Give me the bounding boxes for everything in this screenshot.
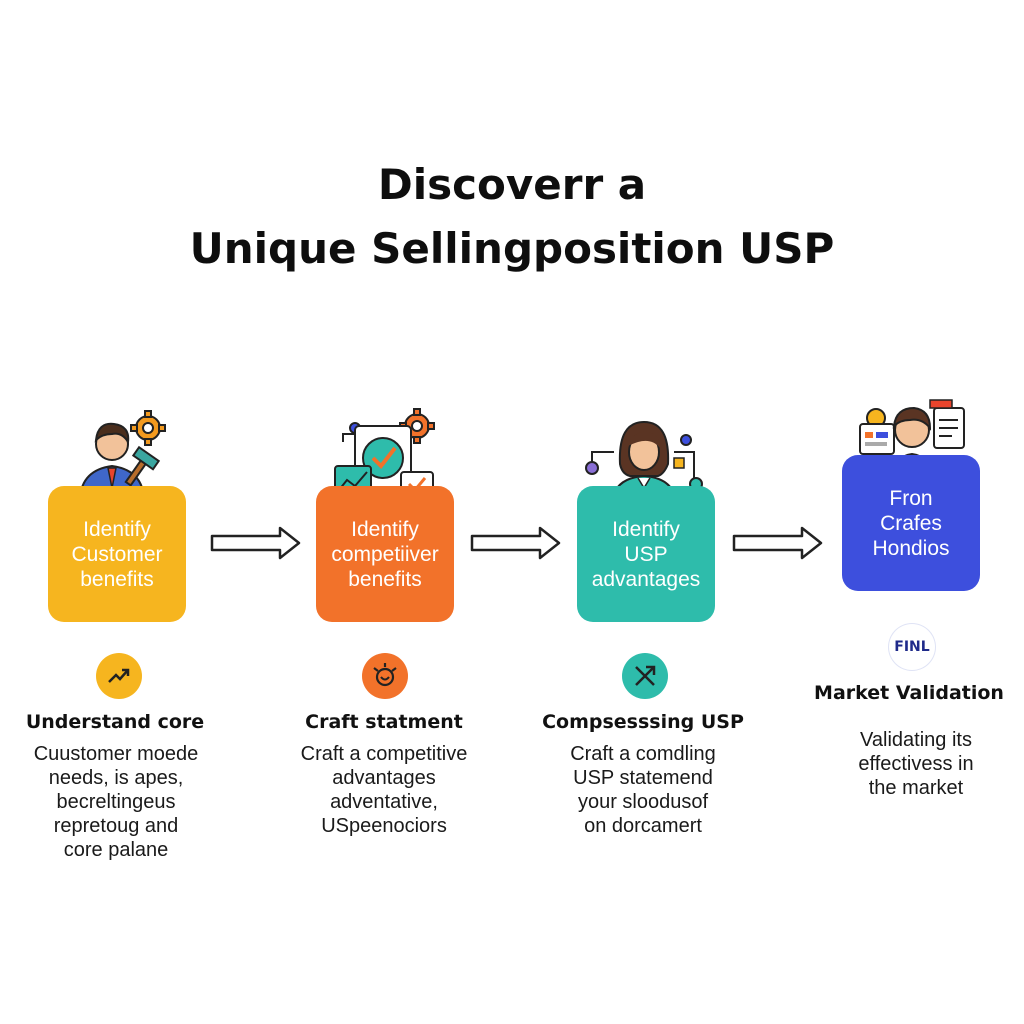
step-1-box-label: Identify Customer benefits bbox=[71, 517, 163, 591]
title-line-1: Discoverr a bbox=[377, 160, 647, 209]
step-3-heading: Compsesssing USP bbox=[542, 711, 744, 733]
businessman-with-gear-icon bbox=[78, 410, 166, 498]
step-3-badge bbox=[622, 653, 668, 699]
arrow-2 bbox=[470, 526, 561, 560]
step-1-heading: Understand core bbox=[25, 711, 205, 733]
crossed-arrows-icon bbox=[635, 665, 656, 686]
step-3-box-label: Identify USP advantages bbox=[591, 517, 701, 591]
trend-up-icon bbox=[108, 668, 130, 683]
step-4-box: Fron Crafes Hondios bbox=[842, 455, 980, 591]
step-1-badge bbox=[96, 653, 142, 699]
step-4-box-label: Fron Crafes Hondios bbox=[872, 486, 950, 560]
step-1-description: Cuustomer moede needs, is apes, becrelti… bbox=[33, 743, 199, 861]
step-4-description: Validating its effectivess in the market bbox=[858, 729, 974, 799]
arrow-1 bbox=[210, 526, 301, 560]
step-4-badge: FINL bbox=[889, 624, 935, 670]
step-2-description: Craft a competitive advantages adventati… bbox=[300, 743, 468, 837]
step-1-box: Identify Customer benefits bbox=[48, 486, 186, 622]
step-4-badge-label: FINL bbox=[894, 639, 930, 655]
step-2-box-label: Identify competiiver benefits bbox=[331, 517, 439, 591]
step-4-heading: Market Validation bbox=[814, 682, 1004, 704]
step-2-box: Identify competiiver benefits bbox=[316, 486, 454, 622]
title-line-2: Unique Sellingposition USP bbox=[189, 224, 835, 273]
step-3-description: Craft a comdling USP statemend your sloo… bbox=[570, 743, 716, 837]
step-2-badge bbox=[362, 653, 408, 699]
step-2-heading: Craft statment bbox=[305, 711, 463, 733]
step-3-box: Identify USP advantages bbox=[577, 486, 715, 622]
arrow-3 bbox=[732, 526, 823, 560]
lightbulb-icon bbox=[373, 663, 397, 687]
